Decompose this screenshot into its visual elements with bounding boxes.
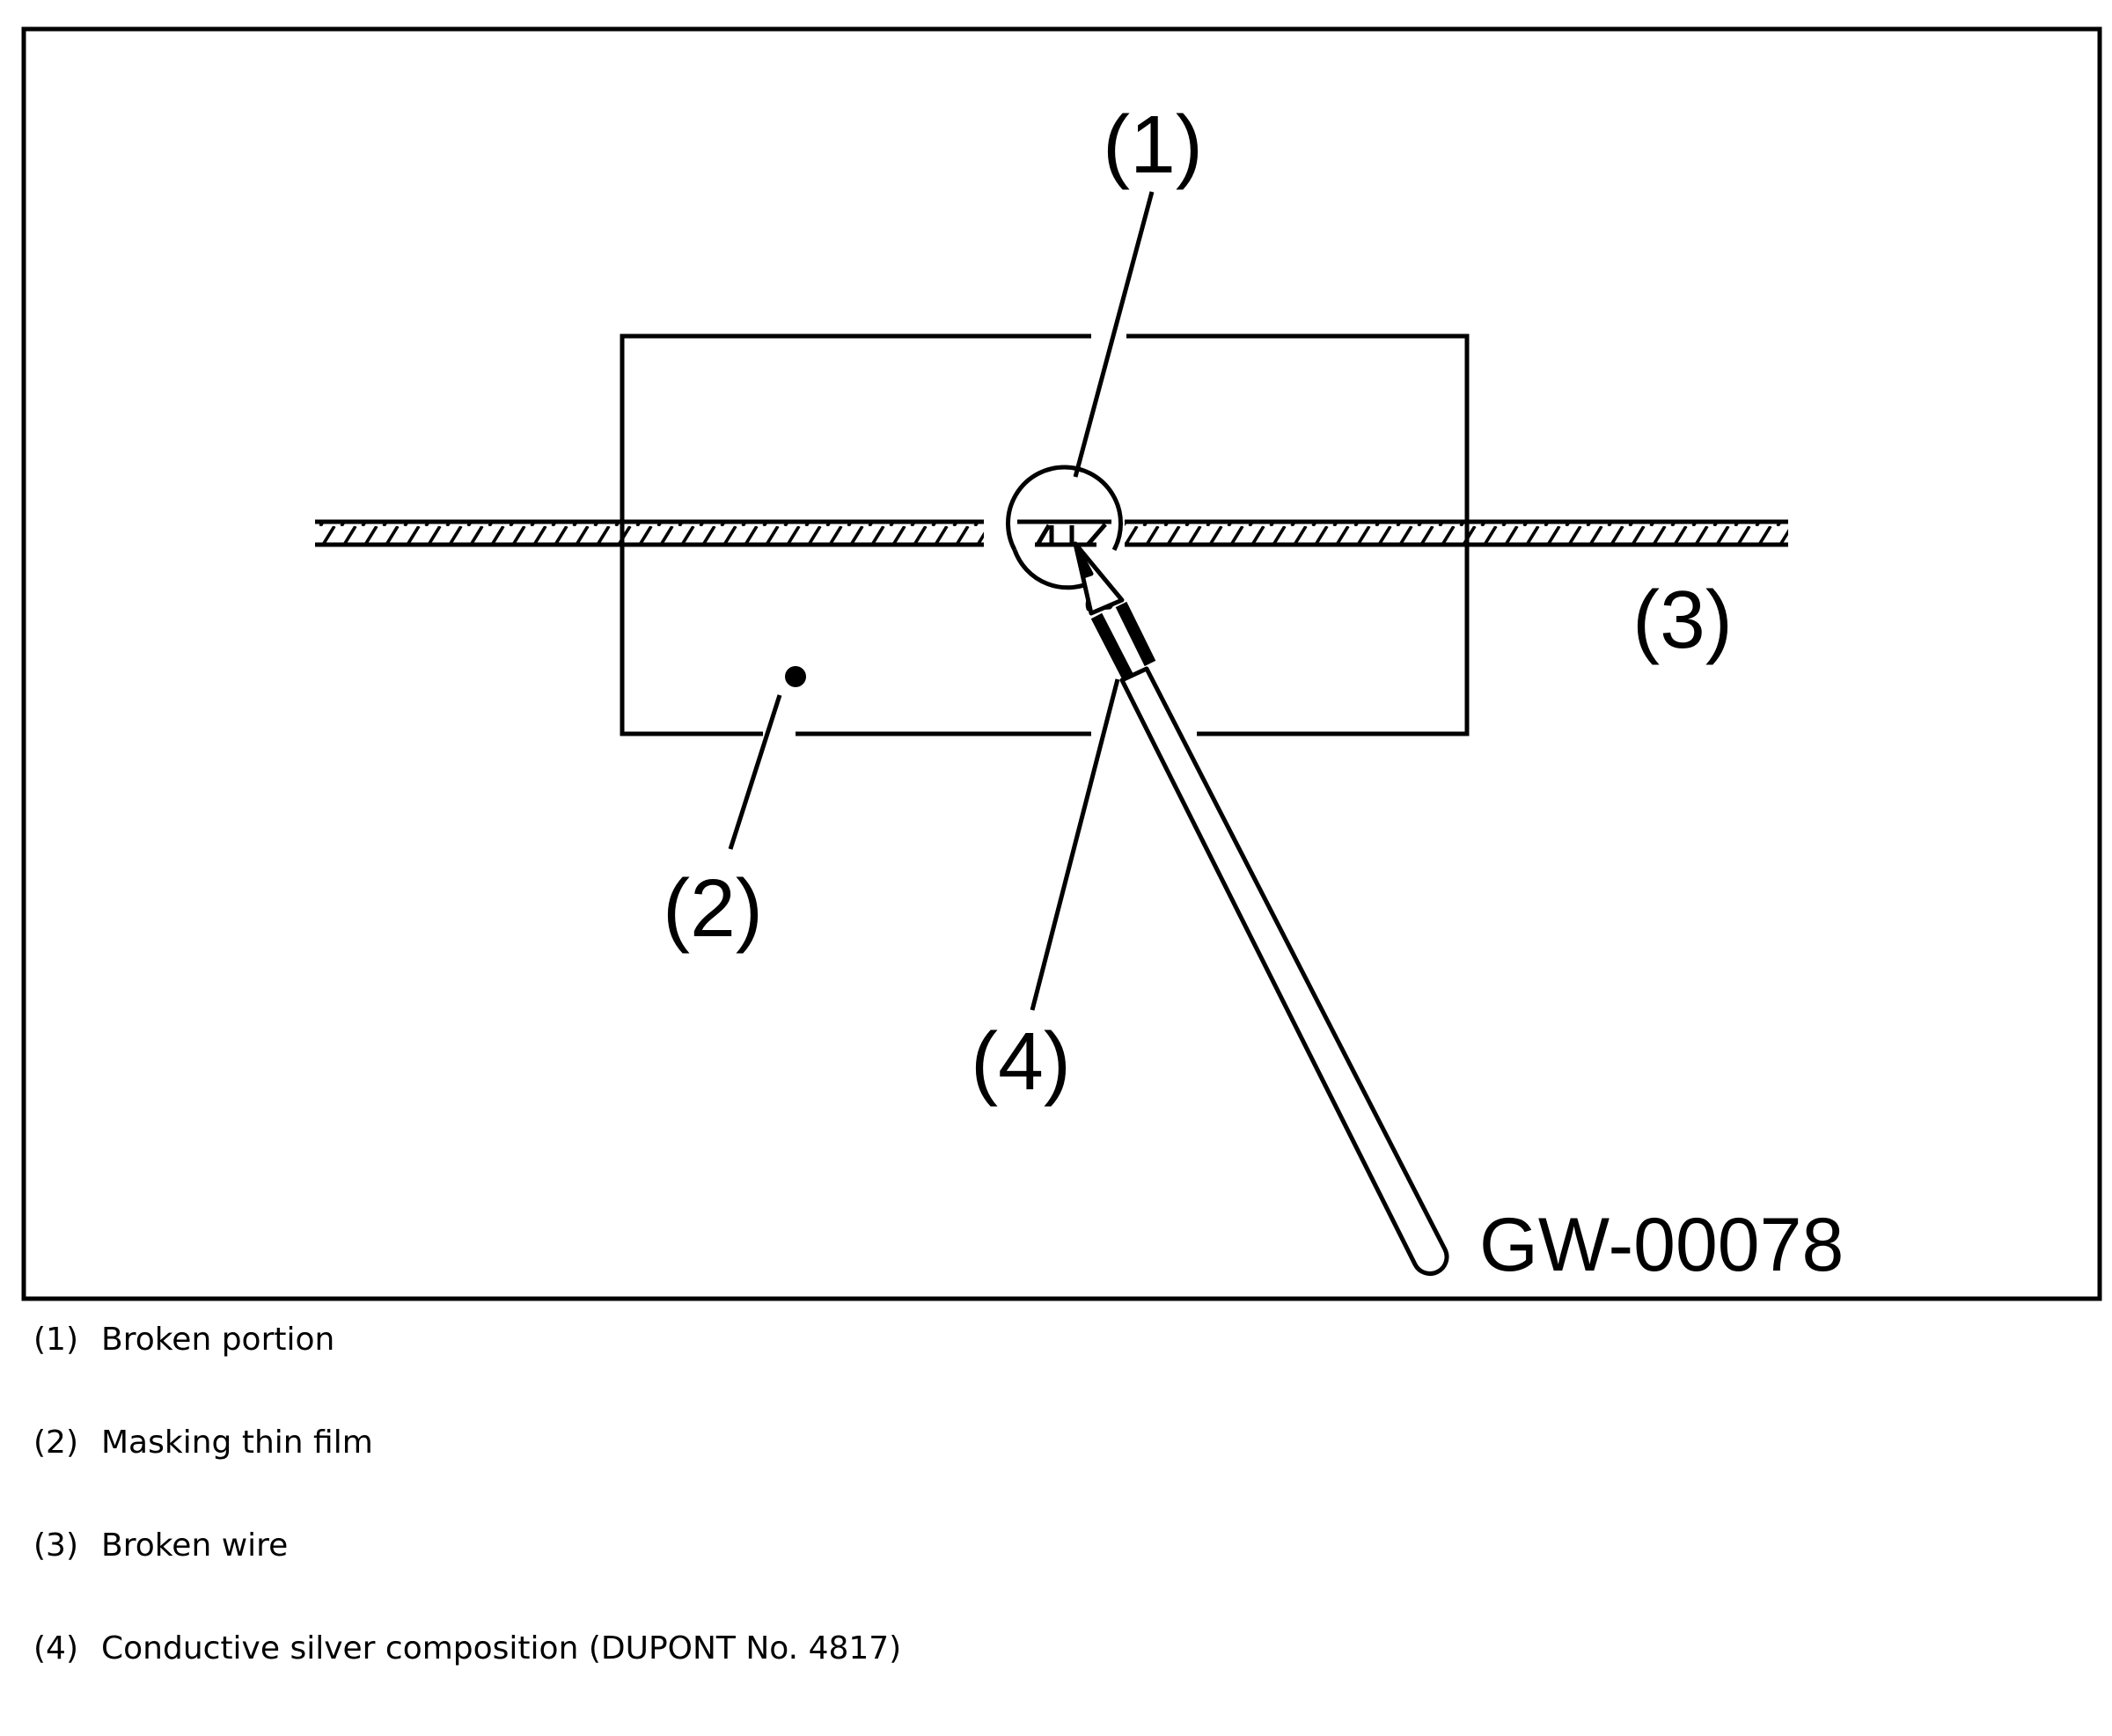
leader-lines xyxy=(728,191,1155,1011)
applicator-pen xyxy=(1073,541,1449,1276)
callout-label-3: (3) xyxy=(1632,574,1733,665)
callout-label-4: (4) xyxy=(971,1015,1071,1107)
legend-item-text: Conductive silver composition (DUPONT No… xyxy=(101,1630,902,1666)
repair-diagram: (1) (2) (3) (4) GW-00078 xyxy=(21,26,2102,1301)
legend-item-text: Masking thin film xyxy=(101,1425,373,1461)
legend-item-number: (2) xyxy=(33,1425,78,1461)
broken-wire xyxy=(315,519,1788,547)
legend-item-number: (1) xyxy=(33,1322,78,1358)
legend-item: (2) Masking thin film xyxy=(33,1427,901,1530)
legend-list: (1) Broken portion (2) Masking thin film… xyxy=(33,1324,901,1736)
callout-label-2: (2) xyxy=(663,862,763,954)
broken-portion-circle xyxy=(1006,465,1123,590)
legend-item: (4) Conductive silver composition (DUPON… xyxy=(33,1633,901,1736)
leader-line-4 xyxy=(1030,678,1120,1011)
leader-line-1 xyxy=(1073,191,1155,478)
legend-item-text: Broken wire xyxy=(101,1527,289,1564)
figure-frame xyxy=(21,26,2102,1301)
figure-id: GW-00078 xyxy=(1479,1203,1844,1287)
callout-label-1: (1) xyxy=(1103,99,1203,190)
legend-item-number: (4) xyxy=(33,1630,78,1666)
leader-line-2 xyxy=(728,694,782,850)
masking-film-dot xyxy=(785,666,806,687)
legend-item: (3) Broken wire xyxy=(33,1530,901,1633)
legend-item: (1) Broken portion xyxy=(33,1324,901,1427)
legend-item-number: (3) xyxy=(33,1527,78,1564)
legend-item-text: Broken portion xyxy=(101,1322,335,1358)
